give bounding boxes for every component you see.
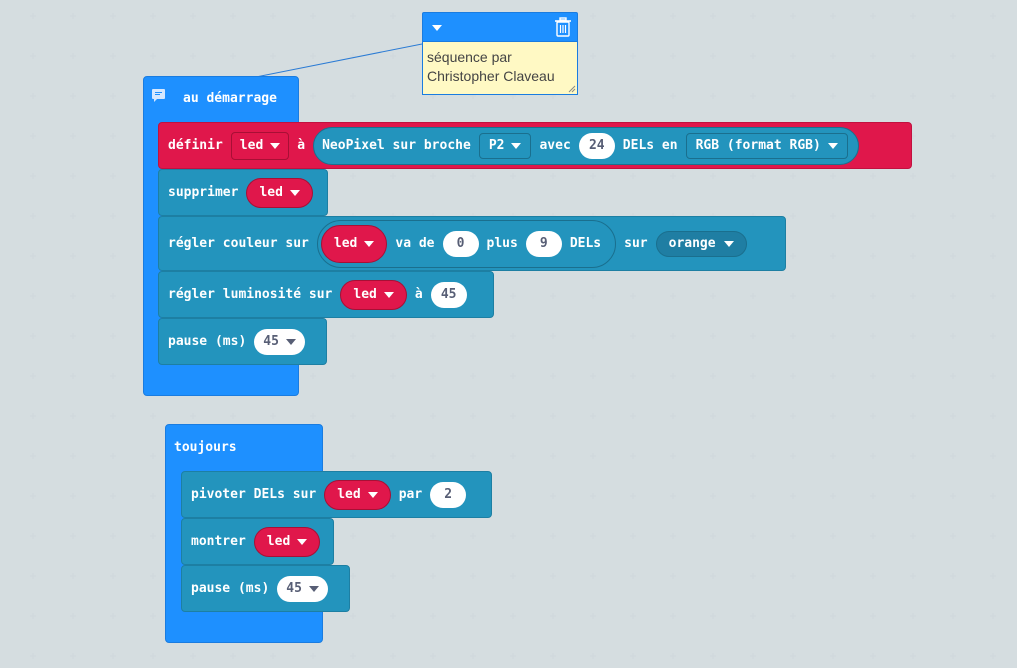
pause-block[interactable]: pause (ms) 45: [181, 565, 350, 612]
variable-dropdown-led[interactable]: led: [320, 224, 388, 263]
pause-label: pause (ms): [168, 334, 247, 349]
variable-dropdown-led[interactable]: led: [253, 526, 321, 557]
mode-dropdown[interactable]: RGB (format RGB): [685, 132, 848, 159]
with-label: avec: [539, 138, 571, 153]
range-block[interactable]: led va de 0 plus 9 DELs: [316, 219, 617, 268]
plus-label: plus: [486, 236, 518, 251]
leds-in-label: DELs en: [622, 138, 678, 153]
variable-dropdown-led[interactable]: led: [324, 479, 391, 510]
set-variable-block[interactable]: définir led à NeoPixel sur broche P2 ave…: [158, 122, 912, 169]
variable-name: led: [353, 287, 377, 302]
pause-duration-dropdown[interactable]: 45: [277, 575, 328, 602]
variable-dropdown-led[interactable]: led: [340, 279, 407, 310]
variable-name: led: [337, 487, 361, 502]
on-start-label: au démarrage: [183, 91, 277, 106]
to-label: à: [297, 138, 306, 153]
set-color-block[interactable]: régler couleur sur led va de 0 plus 9 DE…: [158, 216, 786, 271]
range-length-input[interactable]: 9: [525, 230, 562, 257]
range-start-input[interactable]: 0: [442, 230, 479, 257]
set-brightness-label: régler luminosité sur: [168, 287, 333, 302]
mode-value: RGB (format RGB): [695, 138, 821, 153]
comment-textarea[interactable]: séquence par Christopher Claveau: [422, 42, 578, 95]
range-label: va de: [395, 236, 435, 251]
chevron-down-icon: [289, 189, 300, 196]
chevron-down-icon: [364, 240, 375, 247]
rotate-label: pivoter DELs sur: [191, 487, 317, 502]
forever-label: toujours: [174, 440, 237, 455]
pause-value: 45: [286, 581, 302, 596]
set-color-label: régler couleur sur: [168, 236, 309, 251]
color-value: orange: [668, 236, 716, 251]
chevron-down-icon: [827, 142, 838, 149]
led-count-input[interactable]: 24: [578, 132, 615, 159]
variable-name: led: [259, 185, 283, 200]
to-label: à: [414, 287, 423, 302]
chevron-down-icon: [270, 142, 281, 149]
show-label: montrer: [191, 534, 246, 549]
comment-line: séquence par: [427, 49, 512, 65]
chevron-down-icon: [285, 338, 296, 345]
clear-block[interactable]: supprimer led: [158, 169, 328, 216]
clear-label: supprimer: [168, 185, 239, 200]
resize-handle-icon[interactable]: [568, 85, 576, 93]
pause-label: pause (ms): [191, 581, 270, 596]
leds-label: DELs: [569, 236, 602, 251]
neopixel-label: NeoPixel sur broche: [322, 138, 471, 153]
rotate-offset-input[interactable]: 2: [430, 481, 467, 508]
neopixel-create-block[interactable]: NeoPixel sur broche P2 avec 24 DELs en R…: [313, 126, 859, 165]
set-brightness-block[interactable]: régler luminosité sur led à 45: [158, 271, 494, 318]
chevron-down-icon: [297, 538, 308, 545]
brightness-input[interactable]: 45: [430, 281, 467, 308]
chevron-down-icon: [308, 585, 319, 592]
collapse-comment-icon[interactable]: [432, 25, 442, 31]
variable-name: led: [266, 534, 291, 549]
trash-icon[interactable]: [554, 17, 572, 38]
pause-value: 45: [263, 334, 279, 349]
rotate-block[interactable]: pivoter DELs sur led par 2: [181, 471, 492, 518]
show-block[interactable]: montrer led: [181, 518, 334, 565]
on-label: sur: [624, 236, 648, 251]
chevron-down-icon: [383, 291, 394, 298]
set-label: définir: [168, 138, 223, 153]
variable-name: led: [333, 236, 358, 251]
comment-header[interactable]: [422, 12, 578, 42]
by-label: par: [398, 487, 423, 502]
color-dropdown[interactable]: orange: [655, 230, 747, 257]
comment-icon[interactable]: [152, 89, 165, 102]
pause-duration-dropdown[interactable]: 45: [254, 328, 305, 355]
chevron-down-icon: [723, 240, 734, 247]
variable-name: led: [239, 138, 264, 153]
variable-dropdown-led[interactable]: led: [246, 177, 313, 208]
pause-block[interactable]: pause (ms) 45: [158, 318, 327, 365]
pin-dropdown[interactable]: P2: [478, 132, 532, 159]
pin-value: P2: [488, 138, 505, 153]
chevron-down-icon: [367, 491, 378, 498]
chevron-down-icon: [511, 142, 522, 149]
comment-line: Christopher Claveau: [427, 68, 555, 84]
variable-dropdown-led[interactable]: led: [230, 131, 290, 160]
